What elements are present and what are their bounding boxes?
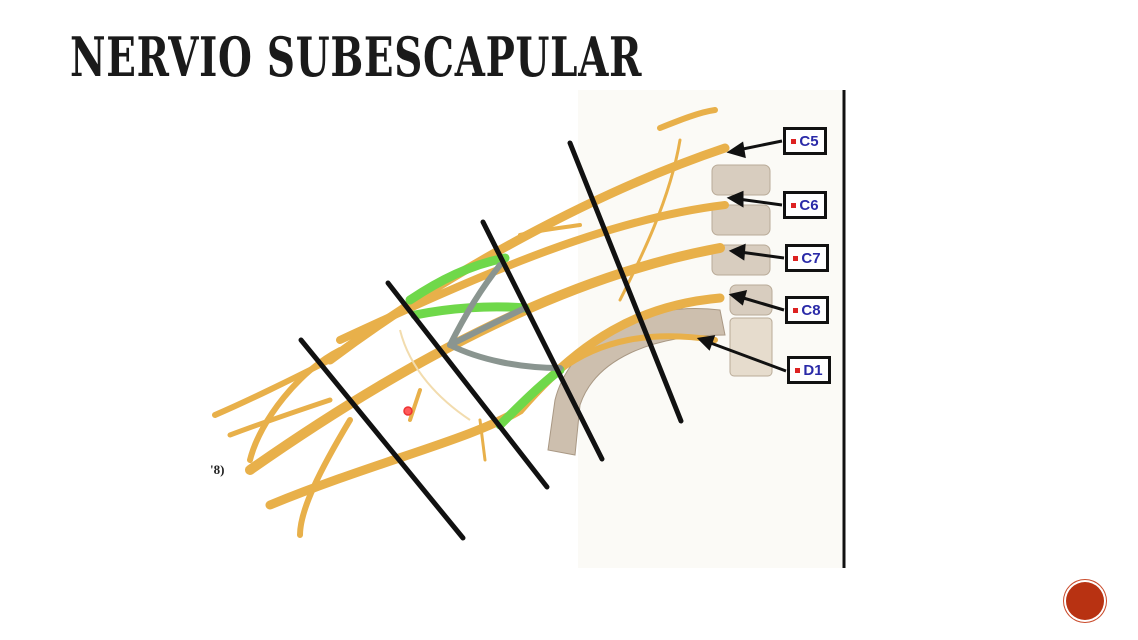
slide-title: NERVIO SUBESCAPULAR — [70, 25, 643, 89]
marker-icon — [795, 367, 801, 373]
label-c8: C8 — [785, 296, 829, 324]
label-c6: C6 — [783, 191, 827, 219]
marker-icon — [791, 202, 797, 208]
figure-note: '8) — [210, 462, 225, 477]
marker-icon — [793, 307, 799, 313]
label-c7: C7 — [785, 244, 829, 272]
label-d1: D1 — [787, 356, 831, 384]
marker-icon — [793, 255, 799, 261]
label-c5: C5 — [783, 127, 827, 155]
next-slide-button[interactable] — [1066, 582, 1104, 620]
marker-icon — [791, 138, 797, 144]
